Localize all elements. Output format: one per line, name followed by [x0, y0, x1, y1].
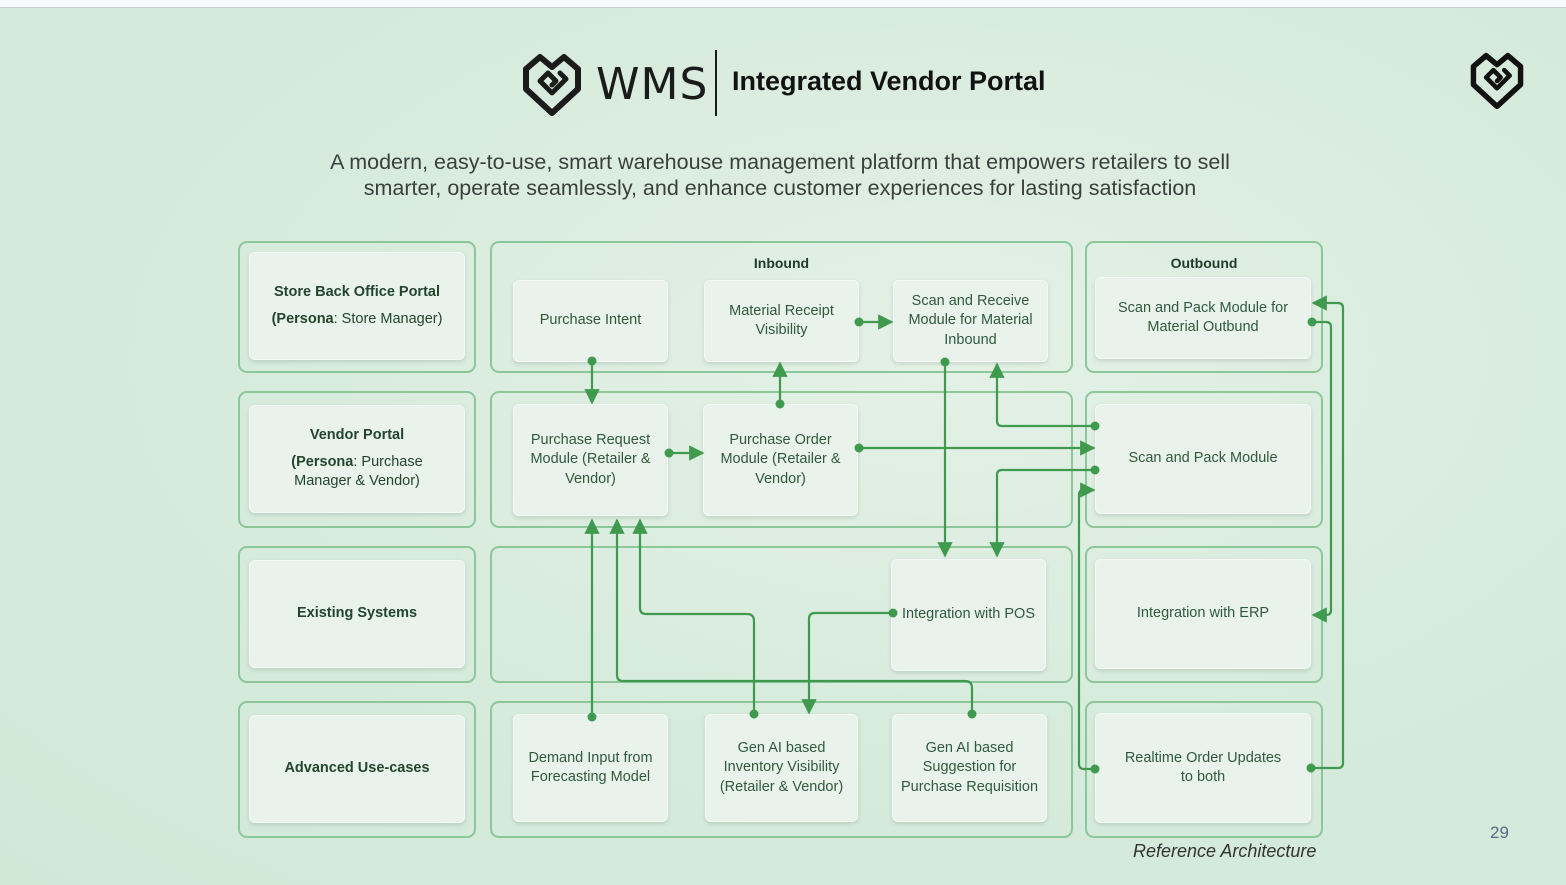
module-label: Gen AI based Suggestion for Purchase Req…: [900, 739, 1039, 795]
module-genai-purchase-suggestion[interactable]: Gen AI based Suggestion for Purchase Req…: [892, 714, 1047, 822]
row-label-vendor-portal: Vendor Portal (Persona: Purchase Manager…: [249, 405, 465, 513]
module-label: Purchase Intent: [539, 312, 642, 329]
subtitle: A modern, easy-to-use, smart warehouse m…: [250, 149, 1310, 201]
module-label: Integration with ERP: [1136, 605, 1270, 622]
subtitle-line-2: smarter, operate seamlessly, and enhance…: [363, 176, 1197, 200]
row-label-title: Existing Systems: [296, 605, 418, 622]
module-demand-input[interactable]: Demand Input from Forecasting Model: [513, 714, 668, 822]
module-scan-and-receive[interactable]: Scan and Receive Module for Material Inb…: [893, 280, 1048, 362]
row-label-group-store-back-office: Store Back Office Portal (Persona: Store…: [238, 241, 476, 373]
row-label-persona: (Persona: Purchase Manager & Vendor): [291, 453, 423, 490]
module-purchase-request[interactable]: Purchase Request Module (Retailer & Vend…: [513, 404, 668, 516]
module-label: Scan and Receive Module for Material Inb…: [908, 292, 1033, 348]
module-scan-and-pack-outbound[interactable]: Scan and Pack Module for Material Outbun…: [1095, 277, 1311, 359]
row-label-title: Vendor Portal: [309, 427, 405, 444]
module-label: Gen AI based Inventory Visibility (Retai…: [719, 739, 844, 795]
inbound-group-title: Inbound: [753, 255, 810, 271]
footer-caption: Reference Architecture: [1133, 841, 1317, 861]
page-number: 29: [1490, 823, 1509, 842]
slide: WMS Integrated Vendor Portal A modern, e…: [0, 7, 1566, 885]
header-divider: [715, 50, 717, 116]
module-label: Purchase Request Module (Retailer & Vend…: [530, 431, 651, 487]
heart-g-logo-icon: [523, 54, 581, 116]
module-label: Scan and Pack Module for Material Outbun…: [1117, 299, 1289, 336]
row-label-advanced-use-cases: Advanced Use-cases: [249, 715, 465, 823]
module-realtime-order-updates[interactable]: Realtime Order Updates to both: [1095, 713, 1311, 823]
module-label: Material Receipt Visibility: [729, 302, 834, 339]
row-label-existing-systems: Existing Systems: [249, 560, 465, 668]
brand-name: WMS: [596, 59, 709, 110]
module-label: Realtime Order Updates to both: [1124, 749, 1282, 786]
row-label-title: Advanced Use-cases: [284, 760, 430, 777]
row-label-title: Store Back Office Portal: [274, 284, 440, 300]
corner-logo-icon: [1470, 52, 1524, 110]
row-label-group-vendor-portal: Vendor Portal (Persona: Purchase Manager…: [238, 391, 476, 528]
row-label-group-advanced-use-cases: Advanced Use-cases: [238, 701, 476, 838]
row-label-group-existing-systems: Existing Systems: [238, 546, 476, 683]
subtitle-line-1: A modern, easy-to-use, smart warehouse m…: [330, 150, 1230, 174]
module-label: Scan and Pack Module: [1128, 450, 1278, 467]
module-integration-with-pos[interactable]: Integration with POS: [891, 559, 1046, 671]
module-integration-with-erp[interactable]: Integration with ERP: [1095, 559, 1311, 669]
row-label-store-back-office: Store Back Office Portal (Persona: Store…: [249, 252, 465, 360]
module-label: Purchase Order Module (Retailer & Vendor…: [720, 431, 841, 487]
module-label: Demand Input from Forecasting Model: [528, 749, 653, 786]
page-title: Integrated Vendor Portal: [732, 66, 1046, 96]
module-purchase-order[interactable]: Purchase Order Module (Retailer & Vendor…: [703, 404, 858, 516]
module-label: Integration with POS: [902, 606, 1035, 623]
module-material-receipt-visibility[interactable]: Material Receipt Visibility: [704, 280, 859, 362]
module-purchase-intent[interactable]: Purchase Intent: [513, 280, 668, 362]
row-label-persona: (Persona: Store Manager): [271, 310, 443, 327]
wms-logo: WMS: [520, 50, 708, 120]
module-genai-inventory-visibility[interactable]: Gen AI based Inventory Visibility (Retai…: [705, 714, 858, 822]
outbound-group-title: Outbound: [1170, 255, 1238, 271]
module-scan-and-pack[interactable]: Scan and Pack Module: [1095, 404, 1311, 514]
